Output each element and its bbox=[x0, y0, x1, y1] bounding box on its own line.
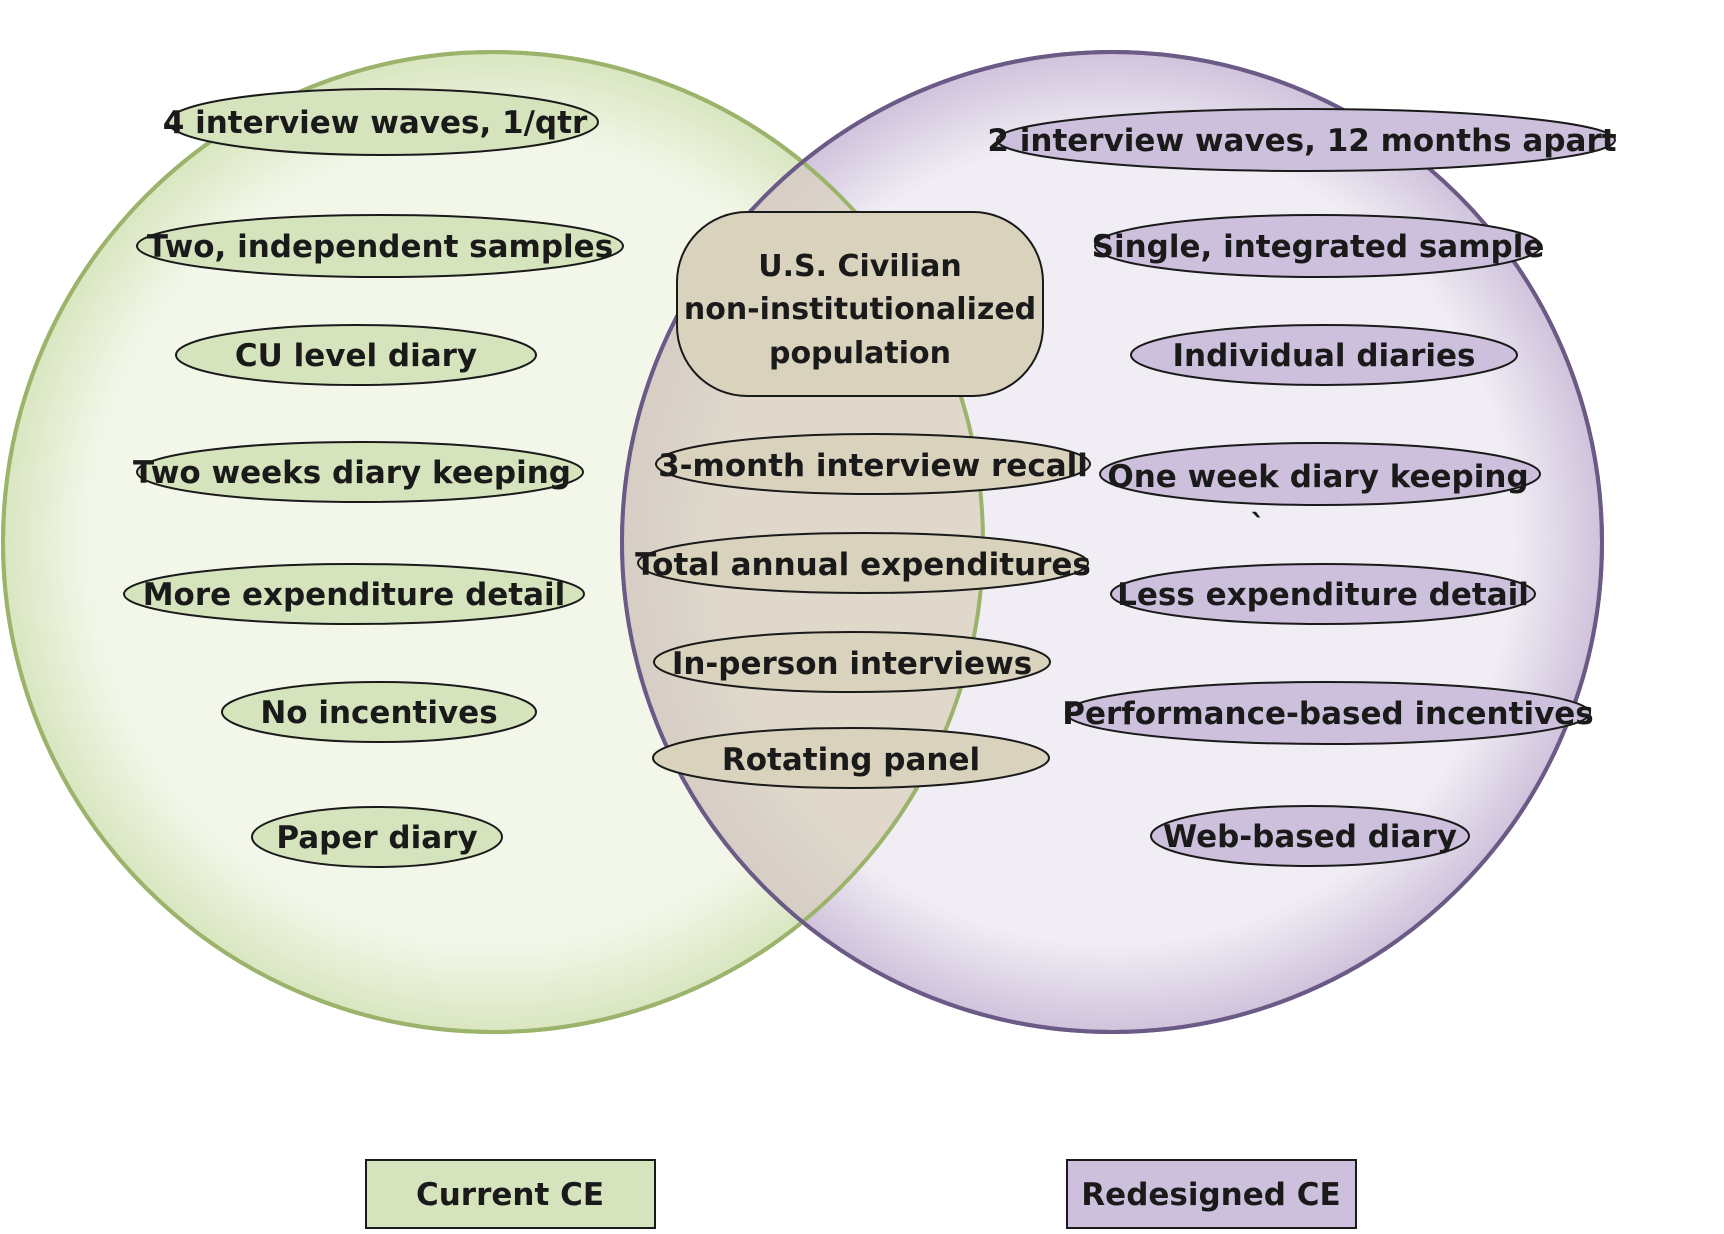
current-ce-item-label: Paper diary bbox=[276, 820, 477, 856]
shared-item: In-person interviews bbox=[653, 631, 1051, 693]
current-ce-item-label: 4 interview waves, 1/qtr bbox=[163, 105, 588, 141]
legend-current-ce: Current CE bbox=[365, 1159, 656, 1229]
shared-item-label: Rotating panel bbox=[722, 742, 980, 778]
current-ce-item: More expenditure detail bbox=[123, 563, 585, 625]
stray-mark: ` bbox=[1250, 509, 1266, 545]
redesigned-ce-item-label: One week diary keeping bbox=[1107, 459, 1528, 495]
population-line-1: U.S. Civilian bbox=[758, 249, 962, 284]
redesigned-ce-item: One week diary keeping bbox=[1099, 442, 1541, 506]
current-ce-item-label: Two, independent samples bbox=[147, 229, 613, 265]
shared-item: Total annual expenditures bbox=[635, 532, 1091, 594]
shared-item-label: 3-month interview recall bbox=[658, 448, 1088, 484]
redesigned-ce-item: Individual diaries bbox=[1130, 324, 1518, 386]
redesigned-ce-circle-outline bbox=[620, 50, 1604, 1034]
redesigned-ce-item: Single, integrated sample bbox=[1092, 214, 1545, 278]
shared-item: 3-month interview recall bbox=[655, 433, 1091, 495]
current-ce-item: 4 interview waves, 1/qtr bbox=[163, 88, 599, 156]
redesigned-ce-item: Less expenditure detail bbox=[1110, 563, 1536, 625]
current-ce-item: CU level diary bbox=[175, 324, 537, 386]
redesigned-ce-item-label: Web-based diary bbox=[1163, 819, 1457, 855]
legend-redesigned-ce-label: Redesigned CE bbox=[1081, 1177, 1340, 1213]
current-ce-item-label: Two weeks diary keeping bbox=[133, 455, 571, 491]
redesigned-ce-item-label: Single, integrated sample bbox=[1092, 229, 1545, 265]
current-ce-item: Two weeks diary keeping bbox=[133, 441, 584, 503]
current-ce-item: No incentives bbox=[221, 681, 537, 743]
legend-redesigned-ce: Redesigned CE bbox=[1066, 1159, 1357, 1229]
redesigned-ce-item-label: Individual diaries bbox=[1173, 338, 1476, 374]
shared-item-label: In-person interviews bbox=[672, 646, 1032, 682]
current-ce-item: Paper diary bbox=[251, 806, 503, 868]
redesigned-ce-item: Web-based diary bbox=[1150, 805, 1470, 867]
current-ce-item-label: No incentives bbox=[260, 695, 497, 731]
redesigned-ce-item-label: Less expenditure detail bbox=[1117, 577, 1529, 613]
redesigned-ce-item-label: Performance-based incentives bbox=[1062, 696, 1594, 732]
current-ce-item-label: More expenditure detail bbox=[143, 577, 566, 613]
current-ce-item: Two, independent samples bbox=[136, 214, 624, 278]
legend-current-ce-label: Current CE bbox=[416, 1177, 604, 1213]
redesigned-ce-item: 2 interview waves, 12 months apart bbox=[987, 108, 1617, 172]
shared-population-box: U.S. Civilian non-institutionalized popu… bbox=[676, 211, 1044, 397]
shared-item: Rotating panel bbox=[652, 727, 1050, 789]
population-line-3: population bbox=[769, 336, 951, 371]
current-ce-item-label: CU level diary bbox=[235, 338, 477, 374]
shared-item-label: Total annual expenditures bbox=[635, 547, 1091, 583]
redesigned-ce-item-label: 2 interview waves, 12 months apart bbox=[987, 123, 1616, 159]
redesigned-ce-item: Performance-based incentives bbox=[1062, 681, 1594, 745]
population-line-2: non-institutionalized bbox=[684, 292, 1036, 327]
